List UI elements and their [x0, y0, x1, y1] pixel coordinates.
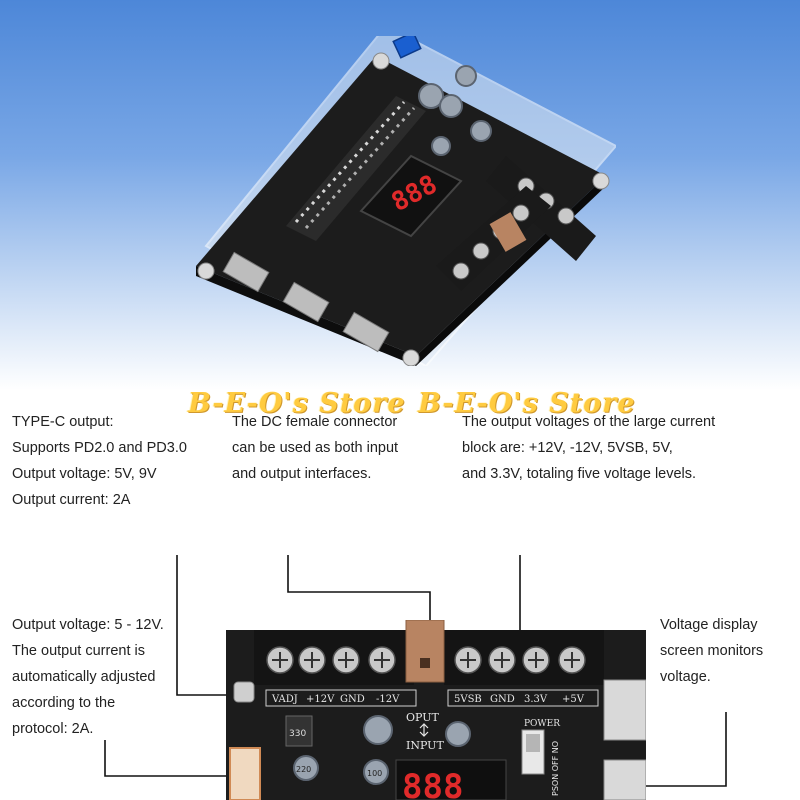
callout-line: automatically adjusted [12, 669, 156, 685]
board-top-view: 888 [196, 36, 616, 366]
label-vadj: VADJ [271, 694, 298, 705]
label-oput: OPUT [406, 711, 439, 724]
callout-line: and output interfaces. [232, 466, 372, 482]
standoffs [197, 52, 610, 366]
callout-line: The DC female connector [232, 414, 398, 430]
voltage-display [395, 759, 507, 800]
capacitor-icon [445, 721, 471, 747]
capacitor-icon [363, 715, 393, 745]
terminal-labels: VADJ +12V GND -12V 5VSB GND 3.3V +5V OPU… [265, 689, 599, 752]
callout-line: screen monitors [660, 643, 764, 659]
callout-line: Supports PD2.0 and PD3.0 [12, 440, 187, 456]
label-gnd-left: GND [340, 694, 365, 705]
chip-label: 330 [289, 729, 306, 739]
potentiometer-icon [392, 36, 422, 59]
label-input: INPUT [406, 739, 444, 752]
usb-ports-top [222, 251, 390, 353]
callout-line: Voltage display [660, 617, 758, 633]
callout-line: Output current: 2A [12, 492, 131, 508]
callout-line: Output voltage: 5V, 9V [12, 466, 157, 482]
terminal-row [254, 630, 604, 685]
leader-adjustable-output [176, 555, 244, 696]
label-5vsb: 5VSB [454, 694, 482, 705]
label-3v3: 3.3V [524, 694, 548, 705]
label-minus12v: -12V [376, 694, 400, 705]
capacitor-label: 100 [367, 769, 382, 778]
capacitors [418, 65, 492, 156]
capacitor-icon [293, 755, 319, 781]
capacitor-label: 220 [296, 765, 311, 774]
watermark-text-1: B-E-O's Store [188, 388, 406, 419]
store-watermark: B-E-O's Store B-E-O's Store [188, 388, 635, 424]
pin-header [286, 96, 426, 241]
label-plus5v: +5V [562, 694, 585, 705]
arrow-icon [419, 723, 429, 737]
callout-line: The output voltages of the large current [462, 414, 716, 430]
dc-jack [405, 620, 445, 683]
capacitor-icon [363, 759, 389, 785]
inductor-chip [285, 715, 313, 747]
voltage-display-callout: Voltage display screen monitors voltage. [660, 612, 763, 690]
callout-line: voltage. [660, 669, 711, 685]
callout-line: block are: +12V, -12V, 5VSB, 5V, [462, 440, 673, 456]
switch-label: PSON OFF NO [551, 741, 560, 796]
leader-display [608, 712, 727, 787]
label-power: POWER [524, 719, 560, 729]
callout-line: Output voltage: 5 - 12V. [12, 617, 164, 633]
watermark-text-2: B-E-O's Store [418, 388, 636, 419]
callout-line: TYPE-C output: [12, 414, 114, 430]
label-plus12v: +12V [306, 694, 335, 705]
board-closeup: VADJ +12V GND -12V 5VSB GND 3.3V +5V OPU… [226, 620, 646, 800]
dc-jack-top [489, 212, 527, 252]
dc-connector-callout: The DC female connector can be used as b… [232, 409, 398, 487]
callout-line: and 3.3V, totaling five voltage levels. [462, 466, 697, 482]
leader-typec [104, 740, 252, 777]
usb-port-right-lower [603, 759, 646, 800]
usbc-port-left [233, 681, 255, 703]
adjustable-output-callout: Output voltage: 5 - 12V. The output curr… [12, 612, 164, 742]
label-gnd-right: GND [490, 694, 515, 705]
usb-port-left [229, 747, 261, 800]
callout-line: protocol: 2A. [12, 721, 94, 737]
usb-port-right [603, 679, 646, 741]
voltage-levels-callout: The output voltages of the large current… [462, 409, 715, 487]
callout-line: according to the [12, 695, 116, 711]
typec-output-callout: TYPE-C output: Supports PD2.0 and PD3.0 … [12, 409, 187, 513]
callout-line: can be used as both input [232, 440, 399, 456]
display-digits: 888 [402, 767, 463, 800]
callout-line: The output current is [12, 643, 145, 659]
top-voltage-display: 888 [359, 154, 463, 238]
